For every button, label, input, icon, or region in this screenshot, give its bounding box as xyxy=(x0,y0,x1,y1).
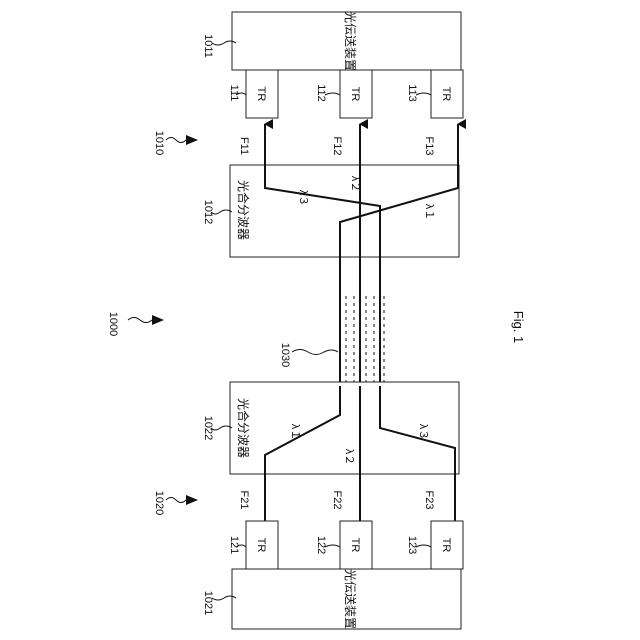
bottom-device-ref: 1021 xyxy=(202,591,214,615)
tr-121-label: TR xyxy=(255,538,267,553)
tr-111-ref: 111 xyxy=(228,85,240,102)
fiber-bundle-leader xyxy=(292,350,338,355)
tr-121-ref: 121 xyxy=(228,536,240,554)
top-mux-name: 光合分波器 xyxy=(236,180,251,240)
figure-caption: Fig. 1 xyxy=(511,311,526,344)
top-device-name: 光伝送装置 xyxy=(343,11,358,71)
top-wavelength-3: λ３ xyxy=(297,190,309,207)
top-wavelength-1: λ１ xyxy=(423,204,435,221)
tr-122-label: TR xyxy=(349,538,361,553)
tr-123-ref: 123 xyxy=(406,536,418,554)
system-ref-arrowhead xyxy=(152,315,164,325)
bottom-device-name: 光伝送装置 xyxy=(343,569,358,629)
fiber-f12-label: F12 xyxy=(331,137,343,156)
system-ref-squiggle xyxy=(128,318,152,323)
bottom-mux-name: 光合分波器 xyxy=(236,398,251,458)
fiber-f21-label: F21 xyxy=(238,491,250,510)
bottom-node-arrowhead xyxy=(186,495,198,505)
fiber-bundle-ref: 1030 xyxy=(279,343,291,367)
bottom-wavelength-2: λ２ xyxy=(343,449,355,466)
bottom-node-squiggle xyxy=(166,498,186,503)
top-node-squiggle xyxy=(166,138,186,143)
bottom-mux-ref: 1022 xyxy=(202,416,214,440)
fiber-f23-label: F23 xyxy=(423,491,435,510)
fiber-f11-label: F11 xyxy=(238,137,250,155)
tr-112-ref: 112 xyxy=(315,84,327,102)
tr-112-label: TR xyxy=(349,87,361,102)
top-mux-ref: 1012 xyxy=(202,200,214,224)
top-node-ref: 1010 xyxy=(153,131,165,155)
fiber-f22-label: F22 xyxy=(331,491,343,510)
tr-113-label: TR xyxy=(440,87,452,102)
top-device-ref: 1011 xyxy=(202,34,214,58)
fiber-f13-label: F13 xyxy=(423,137,435,156)
tr-123-label: TR xyxy=(440,538,452,553)
top-node-arrowhead xyxy=(186,135,198,145)
tr-111-label: TR xyxy=(255,87,267,102)
bottom-node-ref: 1020 xyxy=(153,491,165,515)
system-ref: 1000 xyxy=(107,312,119,336)
tr-122-ref: 122 xyxy=(315,536,327,554)
tr-113-ref: 113 xyxy=(406,84,418,102)
